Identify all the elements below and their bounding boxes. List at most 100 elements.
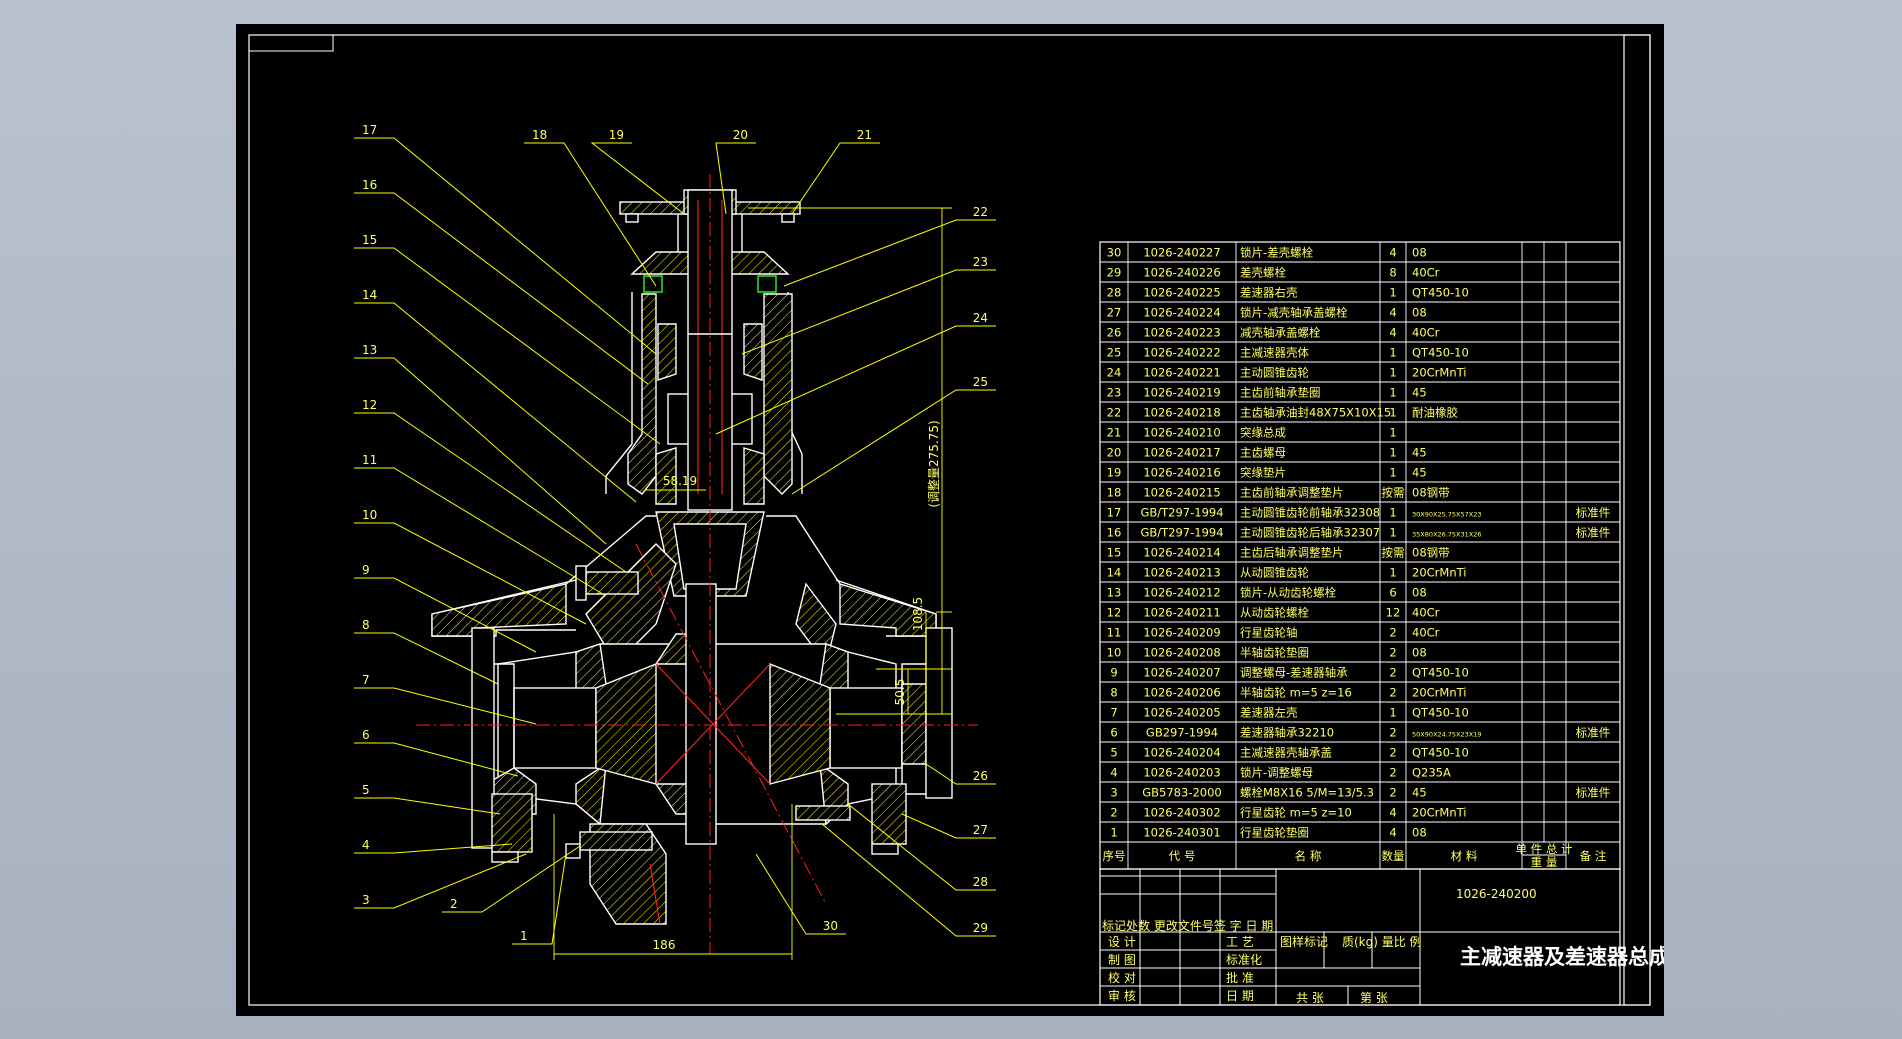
callout-7-leader bbox=[354, 687, 537, 725]
bom-cell-qty: 1 bbox=[1389, 446, 1396, 460]
planet-pinion-shaft bbox=[685, 583, 717, 845]
callout-1-leader bbox=[512, 853, 567, 945]
bom-cell-material: 08 bbox=[1412, 826, 1427, 840]
bom-cell-material: 45 bbox=[1412, 786, 1427, 800]
bom-cell-material: 20CrMnTi bbox=[1412, 566, 1466, 580]
bom-cell-name: 螺栓M8X16 5/M=13/5.3 bbox=[1240, 786, 1374, 800]
assembly-drawing-canvas: (调整量275.75) 108.5 50.5 186 58.19 1716151… bbox=[248, 34, 1664, 1006]
callout-24-label: 24 bbox=[973, 311, 988, 325]
bom-cell-code: GB/T297-1994 bbox=[1140, 526, 1223, 540]
bom-cell-name: 半轴齿轮 m=5 z=16 bbox=[1240, 686, 1352, 700]
bom-cell-code: 1026-240209 bbox=[1143, 626, 1220, 640]
bom-cell-no: 30 bbox=[1107, 246, 1122, 260]
bom-cell-qty: 8 bbox=[1389, 266, 1396, 280]
bom-cell-code: GB297-1994 bbox=[1146, 726, 1218, 740]
callout-10-label: 10 bbox=[362, 508, 377, 522]
pinion-front-bearing-left bbox=[657, 323, 677, 381]
bom-cell-material: QT450-10 bbox=[1412, 286, 1469, 300]
left-side-gear-hub bbox=[513, 687, 597, 769]
bom-header-name: 名 称 bbox=[1295, 849, 1322, 863]
callout-4-label: 4 bbox=[362, 838, 370, 852]
bom-cell-no: 15 bbox=[1107, 546, 1122, 560]
bom-cell-no: 20 bbox=[1107, 446, 1122, 460]
bom-cell-no: 28 bbox=[1107, 286, 1122, 300]
tb-stage: 图样标记 bbox=[1280, 934, 1328, 949]
bom-cell-material: Q235A bbox=[1412, 766, 1451, 780]
callout-30-label: 30 bbox=[823, 919, 838, 933]
bom-cell-code: 1026-240218 bbox=[1143, 406, 1220, 420]
bom-cell-code: 1026-240208 bbox=[1143, 646, 1220, 660]
bom-cell-material: 40Cr bbox=[1412, 326, 1440, 340]
bom-cell-no: 6 bbox=[1110, 726, 1117, 740]
callout-2-label: 2 bbox=[450, 897, 458, 911]
bom-cell-qty: 2 bbox=[1389, 726, 1396, 740]
bom-cell-code: 1026-240219 bbox=[1143, 386, 1220, 400]
callout-1-label: 1 bbox=[520, 929, 528, 943]
bom-cell-code: 1026-240225 bbox=[1143, 286, 1220, 300]
callout-23-label: 23 bbox=[973, 255, 988, 269]
callout-27-label: 27 bbox=[973, 823, 988, 837]
drawing-title: 主减速器及差速器总成 bbox=[1460, 945, 1664, 969]
bom-header-weight: 重 量 bbox=[1531, 855, 1558, 869]
bom-cell-material: 20CrMnTi bbox=[1412, 686, 1466, 700]
bom-cell-name: 主齿螺母 bbox=[1240, 446, 1286, 460]
bom-cell-no: 4 bbox=[1110, 766, 1117, 780]
callout-11-label: 11 bbox=[362, 453, 377, 467]
bom-header-material: 材 料 bbox=[1451, 849, 1478, 863]
bom-cell-material: 08钢带 bbox=[1412, 546, 1450, 560]
bom-cell-name: 主动圆锥齿轮后轴承32307 bbox=[1240, 526, 1380, 540]
callout-16-label: 16 bbox=[362, 178, 377, 192]
callout-15-leader bbox=[354, 247, 661, 445]
bom-cell-name: 半轴齿轮垫圈 bbox=[1240, 646, 1309, 660]
bom-cell-no: 27 bbox=[1107, 306, 1122, 320]
bom-cell-qty: 4 bbox=[1389, 806, 1396, 820]
bom-cell-qty: 2 bbox=[1389, 666, 1396, 680]
callout-26-leader bbox=[925, 763, 996, 785]
callout-12-leader bbox=[354, 412, 627, 573]
housing-right-wall bbox=[763, 293, 793, 495]
bom-cell-qty: 4 bbox=[1389, 326, 1396, 340]
callout-21-leader bbox=[791, 142, 880, 215]
bom-cell-name: 减壳轴承盖螺栓 bbox=[1240, 326, 1321, 340]
bom-header-qty: 数量 bbox=[1382, 849, 1405, 863]
bom-cell-material: 45 bbox=[1412, 466, 1427, 480]
bom-cell-material: 40Cr bbox=[1412, 606, 1440, 620]
bom-cell-material: 08 bbox=[1412, 586, 1427, 600]
bom-cell-material: 08 bbox=[1412, 246, 1427, 260]
bom-cell-code: 1026-240211 bbox=[1143, 606, 1220, 620]
bom-cell-code: 1026-240214 bbox=[1143, 546, 1220, 560]
bom-cell-name: 主动圆锥齿轮 bbox=[1240, 366, 1309, 380]
callout-19-leader bbox=[590, 142, 685, 215]
bom-cell-code: 1026-240217 bbox=[1143, 446, 1220, 460]
callout-11-leader bbox=[354, 467, 607, 597]
bom-cell-no: 5 bbox=[1110, 746, 1117, 760]
bom-cell-code: 1026-240207 bbox=[1143, 666, 1220, 680]
bom-cell-no: 14 bbox=[1107, 566, 1122, 580]
callout-28-label: 28 bbox=[973, 875, 988, 889]
bom-cell-no: 18 bbox=[1107, 486, 1122, 500]
callout-8-label: 8 bbox=[362, 618, 370, 632]
callout-9-leader bbox=[354, 577, 537, 653]
frame-corner-box bbox=[248, 34, 334, 52]
drawing-number: 1026-240200 bbox=[1456, 887, 1537, 901]
callout-17-leader bbox=[354, 137, 657, 355]
bearing-cap-right bbox=[925, 627, 953, 799]
bom-cell-material: QT450-10 bbox=[1412, 666, 1469, 680]
callout-20-label: 20 bbox=[733, 128, 748, 142]
callout-7-label: 7 bbox=[362, 673, 370, 687]
bom-cell-qty: 1 bbox=[1389, 706, 1396, 720]
bom-cell-material: QT450-10 bbox=[1412, 706, 1469, 720]
bom-cell-name: 行星齿轮轴 bbox=[1240, 626, 1298, 640]
bom-cell-material: QT450-10 bbox=[1412, 346, 1469, 360]
bom-cell-remark: 标准件 bbox=[1576, 526, 1611, 540]
bom-cell-material: 40Cr bbox=[1412, 626, 1440, 640]
bom-cell-name: 差壳螺栓 bbox=[1240, 266, 1286, 280]
dim-bottom-width: 186 bbox=[653, 938, 676, 952]
bom-cell-qty: 2 bbox=[1389, 746, 1396, 760]
bom-cell-name: 主齿轴承油封48X75X10X15 bbox=[1240, 406, 1391, 420]
callout-6-leader bbox=[354, 742, 519, 777]
tb-draw: 制 图 bbox=[1108, 953, 1136, 967]
bom-cell-code: GB5783-2000 bbox=[1142, 786, 1221, 800]
